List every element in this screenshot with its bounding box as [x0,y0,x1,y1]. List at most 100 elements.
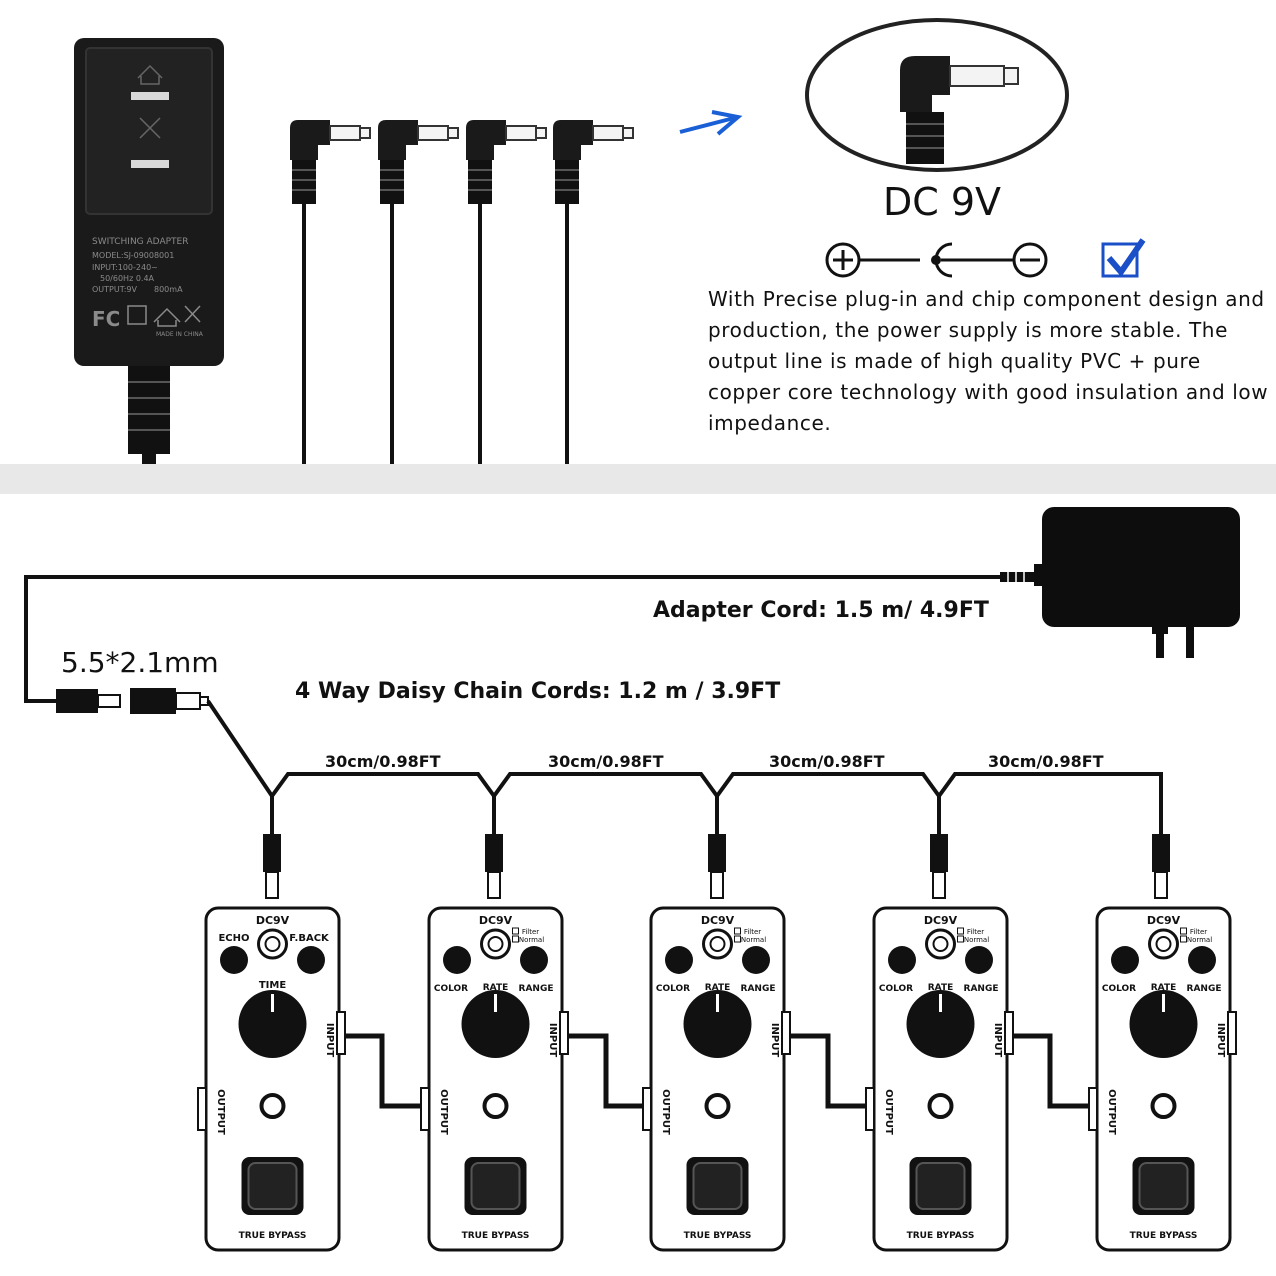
plug-body [1152,834,1170,872]
right-angle-plug [553,120,634,464]
main-knob [461,990,530,1058]
barrel-connector-pair [56,688,209,714]
main-knob [906,990,975,1058]
small-knob [297,946,325,974]
knob-label: RANGE [964,984,999,994]
adapter-output: OUTPUT:9V [92,285,138,294]
footswitch-label: TRUE BYPASS [907,1231,975,1241]
adapter-model: MODEL:SJ-09008001 [92,251,174,260]
knob-label: RANGE [741,984,776,994]
adapter-title: SWITCHING ADAPTER [92,237,188,247]
patch-cable [1010,1033,1096,1109]
knob-label: RATE [483,983,508,993]
small-knob [520,946,548,974]
patch-cable [566,1033,650,1109]
wall-adapter: SWITCHING ADAPTER MODEL:SJ-09008001 INPU… [74,38,224,464]
plug-size-label: 5.5*2.1mm [61,646,219,679]
adapter-input: INPUT:100-240~ [92,263,158,272]
dc-label: DC9V [701,914,735,927]
description-line: production, the power supply is more sta… [708,318,1228,342]
knob-label: RANGE [1187,984,1222,994]
mode-label-top: Filter [522,928,539,936]
adapter-cord-line [24,575,1000,703]
input-label: INPUT [324,1023,335,1058]
dc-label: DC9V [256,914,290,927]
panel-divider [0,464,1276,494]
description-line: With Precise plug-in and chip component … [708,287,1265,311]
segment-length-label: 30cm/0.98FT [325,752,441,771]
plug-body [708,834,726,872]
segment-length-label: 30cm/0.98FT [548,752,664,771]
knob-label: F.BACK [289,933,330,944]
knob-label: RATE [1151,983,1176,993]
knob-label: COLOR [879,984,913,994]
input-label: INPUT [1215,1023,1226,1058]
mode-label-bottom: Normal [741,936,766,944]
main-knob [238,990,307,1058]
knob-label: TIME [259,980,286,991]
knob-label: COLOR [434,984,468,994]
segment-length-label: 30cm/0.98FT [988,752,1104,771]
footswitch-label: TRUE BYPASS [684,1231,752,1241]
mode-label-bottom: Normal [519,936,544,944]
plug-tip [265,871,279,899]
small-knob [665,946,693,974]
checkbox-icon [1101,238,1146,278]
adapter-origin: MADE IN CHINA [156,331,204,338]
dc-label: DC9V [479,914,513,927]
daisy-chain-label: 4 Way Daisy Chain Cords: 1.2 m / 3.9FT [295,679,781,704]
plug-tip [710,871,724,899]
adapter-cord-label: Adapter Cord: 1.5 m/ 4.9FT [653,598,989,623]
small-knob [220,946,248,974]
right-angle-plug [290,120,371,464]
plug-body [263,834,281,872]
knob-label: ECHO [218,933,249,944]
patch-cable [788,1033,872,1109]
segment-length-label: 30cm/0.98FT [769,752,885,771]
footswitch-label: TRUE BYPASS [462,1231,530,1241]
led-indicator [1150,1093,1177,1119]
output-label: OUTPUT [1106,1089,1117,1135]
led-indicator [482,1093,509,1119]
small-knob [965,946,993,974]
description-line: output line is made of high quality PVC … [708,349,1201,373]
main-knob [683,990,752,1058]
led-indicator [927,1093,954,1119]
footswitch-label: TRUE BYPASS [1130,1231,1198,1241]
plug-tip [932,871,946,899]
input-label: INPUT [992,1023,1003,1058]
plug-closeup [805,18,1069,172]
adapter-freq: 50/60Hz 0.4A [100,274,155,283]
dc-label: DC9V [924,914,958,927]
knob-label: COLOR [656,984,690,994]
knob-label: COLOR [1102,984,1136,994]
knob-label: RATE [928,983,953,993]
description-line: impedance. [708,411,832,435]
small-knob [742,946,770,974]
mode-label-top: Filter [744,928,761,936]
plug-tip [1154,871,1168,899]
voltage-label: DC 9V [883,180,1002,224]
mode-label-bottom: Normal [1187,936,1212,944]
plug-body [930,834,948,872]
footswitch-label: TRUE BYPASS [239,1231,307,1241]
small-knob [443,946,471,974]
plug-tip [487,871,501,899]
adapter-current: 800mA [154,285,183,294]
output-label: OUTPUT [660,1089,671,1135]
mode-label-top: Filter [967,928,984,936]
output-label: OUTPUT [438,1089,449,1135]
description-text: With Precise plug-in and chip component … [708,284,1268,439]
input-label: INPUT [547,1023,558,1058]
small-knob [1188,946,1216,974]
mode-label-bottom: Normal [964,936,989,944]
plug-body [485,834,503,872]
small-knob [888,946,916,974]
input-label: INPUT [769,1023,780,1058]
